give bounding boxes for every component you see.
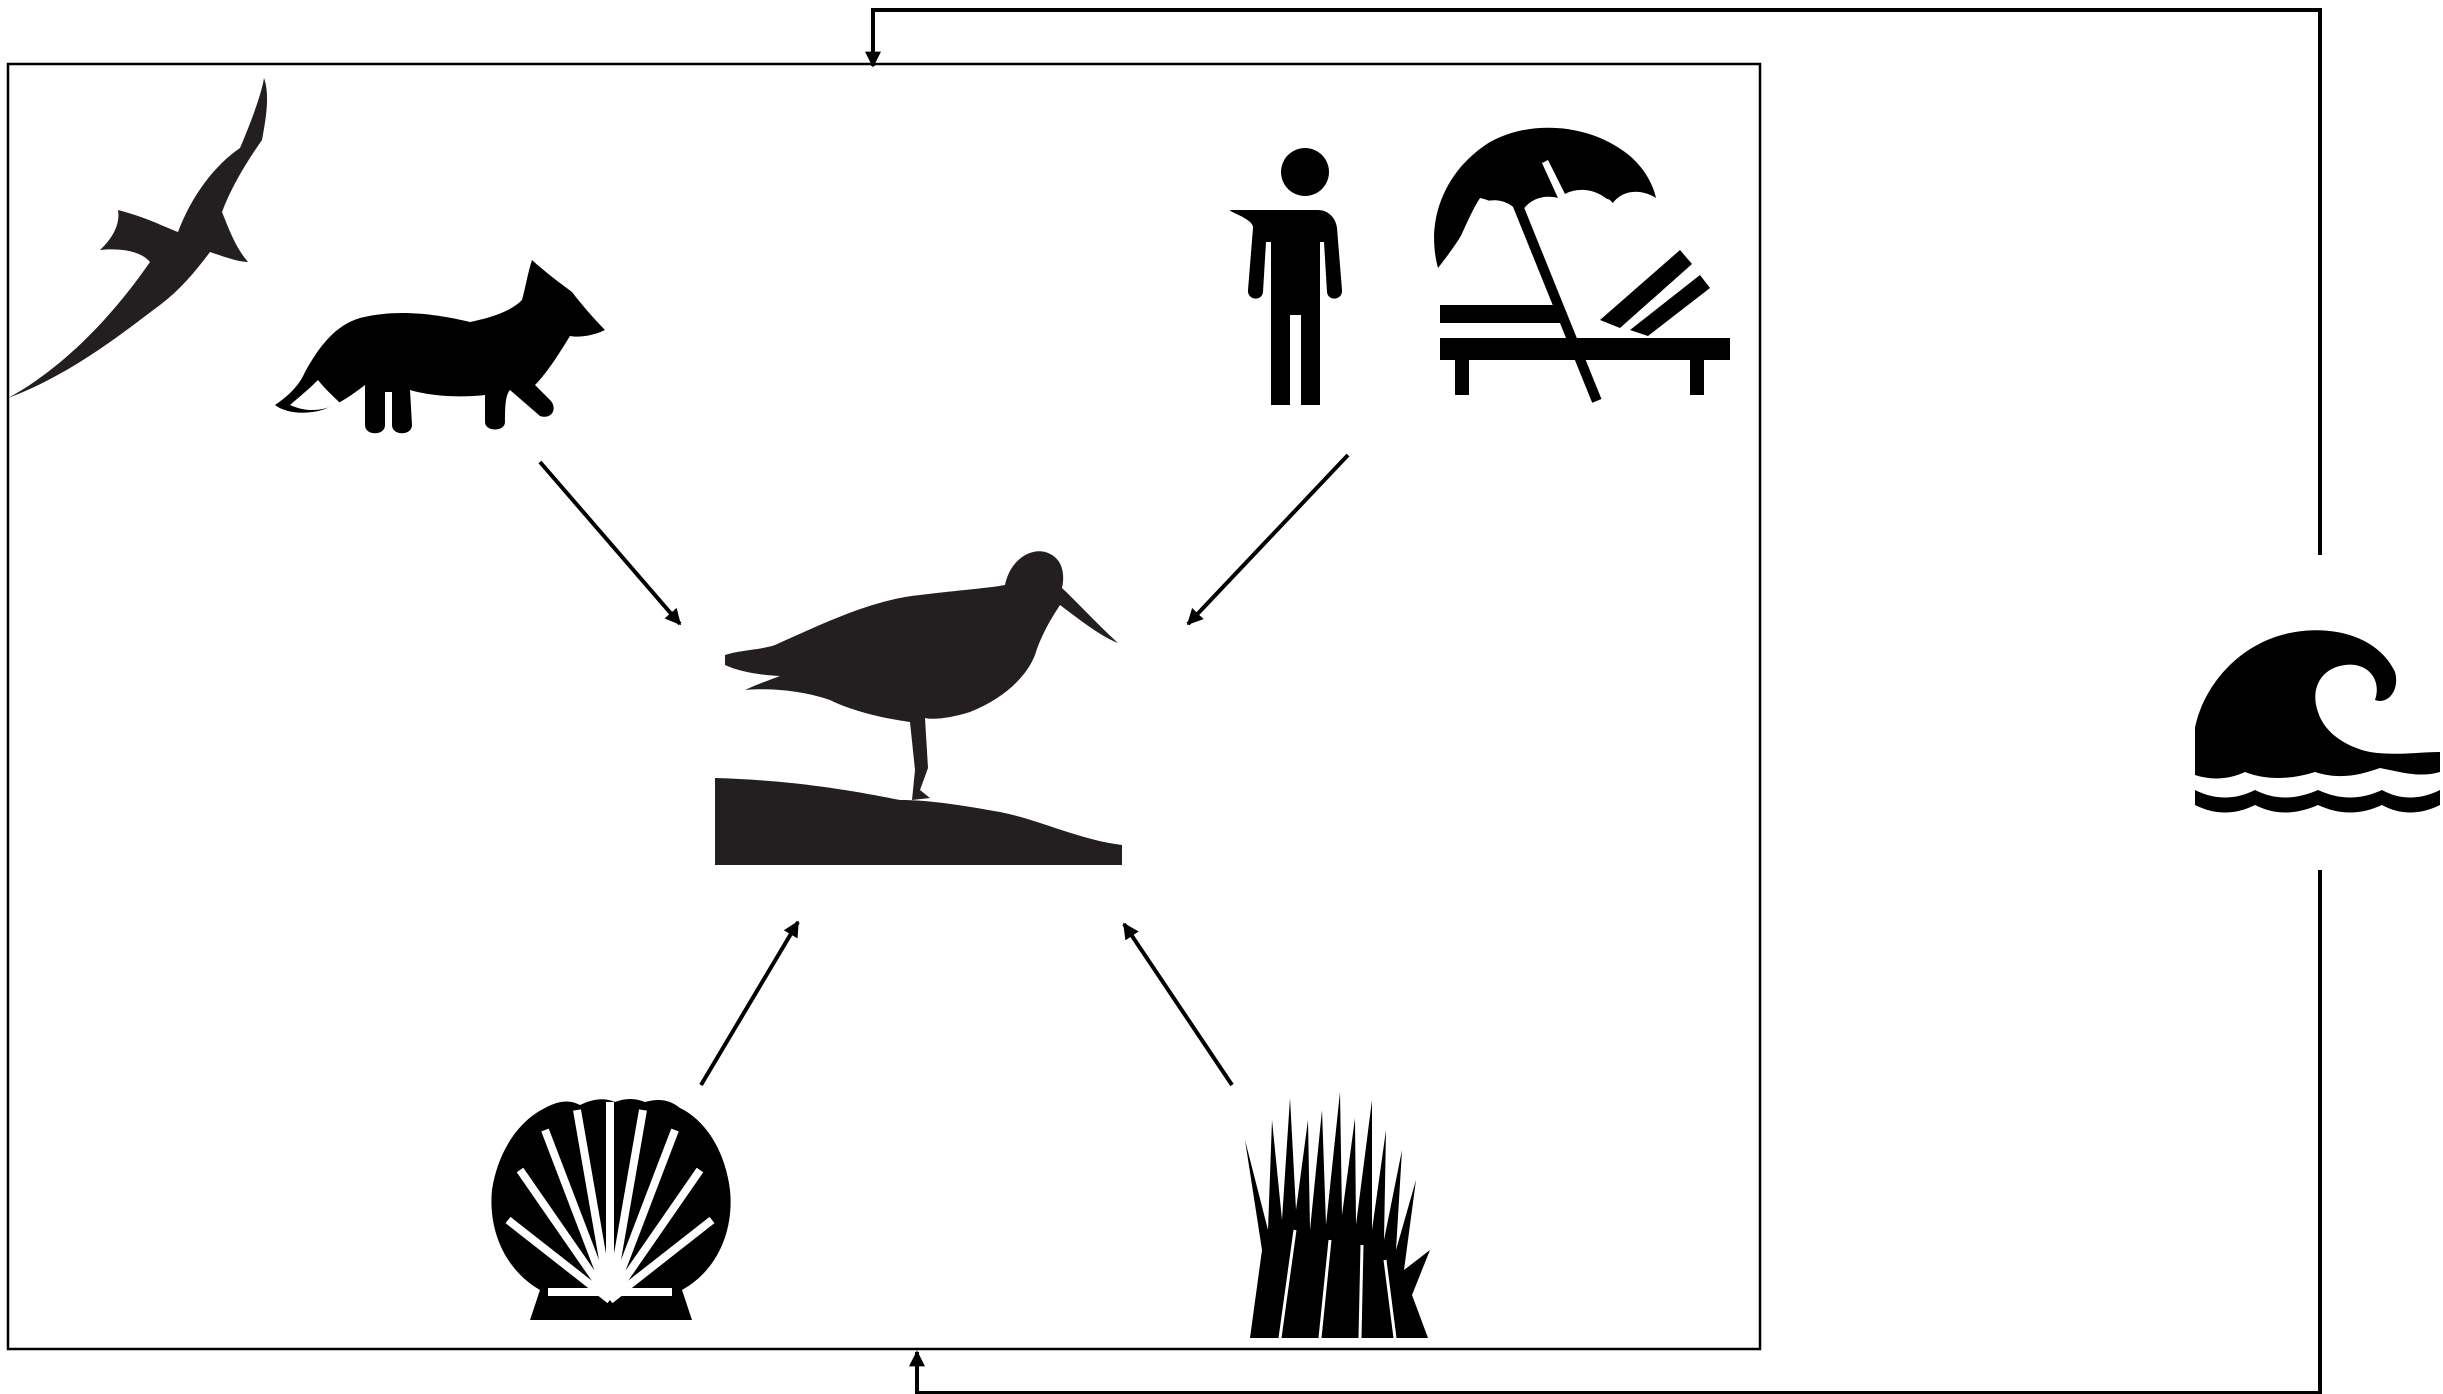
- wave-connector-bottom: [917, 870, 2320, 1393]
- seabird-flying-icon: [8, 78, 267, 398]
- shorebird-on-dune-icon: [715, 551, 1122, 865]
- influence-arrows: [540, 455, 1348, 1085]
- beach-umbrella-lounger-icon: [1434, 128, 1730, 403]
- arrow-prey-to-shorebird: [701, 922, 798, 1085]
- arrow-predators-to-shorebird: [540, 462, 680, 624]
- fox-icon: [275, 260, 605, 433]
- arrow-habitat-to-shorebird: [1124, 924, 1232, 1085]
- wave-connector-top: [873, 10, 2320, 555]
- arrow-humans-to-shorebird: [1188, 455, 1348, 624]
- scallop-shell-icon: [491, 1099, 730, 1320]
- dune-grass-icon: [1245, 1092, 1430, 1338]
- ocean-wave-icon: [2195, 630, 2440, 812]
- person-icon: [1230, 148, 1342, 405]
